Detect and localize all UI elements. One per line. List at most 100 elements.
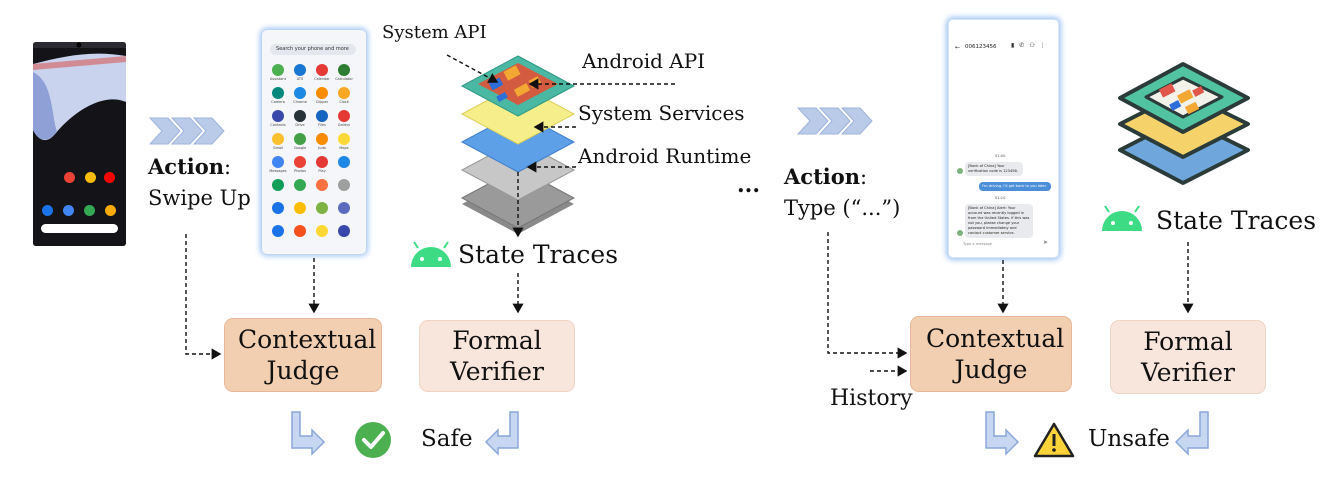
app-label: Camera [271,100,285,104]
app-icon[interactable] [338,225,350,237]
app-icon[interactable] [294,225,306,237]
messages-icon[interactable] [63,205,74,216]
app-label: Files [318,123,326,127]
back-icon[interactable]: ← [955,44,961,51]
app-label: ATS [296,77,304,81]
time-stamp-1: 01:00 [995,154,1006,158]
app-label: Drive [295,123,305,127]
app-icon[interactable] [316,179,328,191]
app-label: Chrome [293,100,307,104]
toolbar-icons[interactable]: ▮✆⚇⋮ [1011,42,1051,49]
chevron-arrow-icon [796,107,873,135]
youtube-icon[interactable] [104,172,115,183]
message-bubble-2: I'm driving, I'll get back to you later [979,182,1051,191]
app-icon[interactable] [272,133,284,145]
contextual-judge-box-left: Contextual Judge [224,318,382,392]
app-icon[interactable] [294,156,306,168]
ellipsis: ... [737,172,760,198]
app-label: Photos [294,169,306,173]
app-icon[interactable] [338,110,350,122]
dashed-arrows [185,54,1194,377]
app-icon[interactable] [316,156,328,168]
contextual-judge-box-right: Contextual Judge [910,316,1072,392]
app-icon[interactable] [338,156,350,168]
google-search-bar[interactable] [41,224,118,233]
contextual-judge-label: Contextual Judge [926,324,1065,384]
gmail-icon[interactable] [64,172,75,183]
check-circle-icon [355,422,391,458]
app-icon[interactable] [294,179,306,191]
app-icon[interactable] [338,87,350,99]
app-icon[interactable] [272,202,284,214]
app-icon[interactable] [272,64,284,76]
android-stack-icon [1118,62,1250,185]
message-bubble-1: [Bank of China] Your verification code i… [965,162,1023,176]
android-robot-icon [411,241,451,267]
app-icon[interactable] [272,225,284,237]
chevron-arrow-icon [148,117,225,145]
message-input[interactable]: Type a message [963,242,992,246]
android-robot-icon [1102,205,1142,231]
safe-label: Safe [421,426,473,452]
app-label: Messages [269,169,287,173]
app-label: Play [318,169,326,173]
app-label: Google [293,146,307,150]
history-label: History [830,386,913,411]
app-icon[interactable] [316,202,328,214]
action-label-left: Action: [148,154,232,179]
app-icon[interactable] [294,110,306,122]
home-screen-phone [33,42,126,246]
app-icon[interactable] [338,133,350,145]
state-traces-label-left: State Traces [458,240,619,269]
app-icon[interactable] [338,202,350,214]
action-label-right: Action: [784,164,868,189]
action-value-left: Swipe Up [148,186,251,210]
app-label: Contacts [270,123,286,127]
formal-verifier-label: Formal Verifier [450,326,544,386]
action-value-right: Type (“...”) [784,196,901,220]
system-api-label: System API [382,22,487,43]
app-icon[interactable] [272,179,284,191]
state-traces-label-right: State Traces [1156,206,1317,235]
warning-icon [1033,422,1075,458]
app-icon[interactable] [272,87,284,99]
time-stamp-2: 01:10 [995,196,1006,200]
contextual-judge-label: Contextual Judge [238,325,377,385]
phone-search-input[interactable]: Search your phone and more [270,44,356,55]
app-icon[interactable] [272,110,284,122]
photos-icon[interactable] [85,172,96,183]
app-icon[interactable] [316,64,328,76]
app-icon[interactable] [316,110,328,122]
app-icon[interactable] [294,202,306,214]
app-icon[interactable] [316,225,328,237]
android-stack-icon [460,55,576,234]
app-icon[interactable] [294,87,306,99]
app-label: Assistant [270,77,286,81]
system-services-label: System Services [578,101,745,125]
android-runtime-label: Android Runtime [578,144,752,168]
app-label: Clock [339,100,349,104]
app-label: Calendar [314,77,330,81]
wallpaper [33,42,126,246]
phone-icon[interactable] [42,205,53,216]
app-icon[interactable] [316,87,328,99]
app-label: Judo [318,146,326,150]
chrome-icon[interactable] [84,205,95,216]
formal-verifier-box-right: Formal Verifier [1110,320,1266,394]
unsafe-label: Unsafe [1088,426,1170,452]
app-icon[interactable] [338,64,350,76]
app-icon[interactable] [272,156,284,168]
formal-verifier-box-left: Formal Verifier [419,320,575,392]
formal-verifier-label: Formal Verifier [1141,327,1235,387]
send-icon[interactable]: ➤ [1043,239,1049,246]
app-icon[interactable] [294,64,306,76]
sender-avatar [957,168,963,174]
app-label: Calculator [335,77,353,81]
app-icon[interactable] [294,133,306,145]
android-api-label: Android API [582,49,706,73]
app-icon[interactable] [316,133,328,145]
camera-icon[interactable] [105,205,116,216]
app-label: Gmail [272,146,284,150]
app-icon[interactable] [338,179,350,191]
